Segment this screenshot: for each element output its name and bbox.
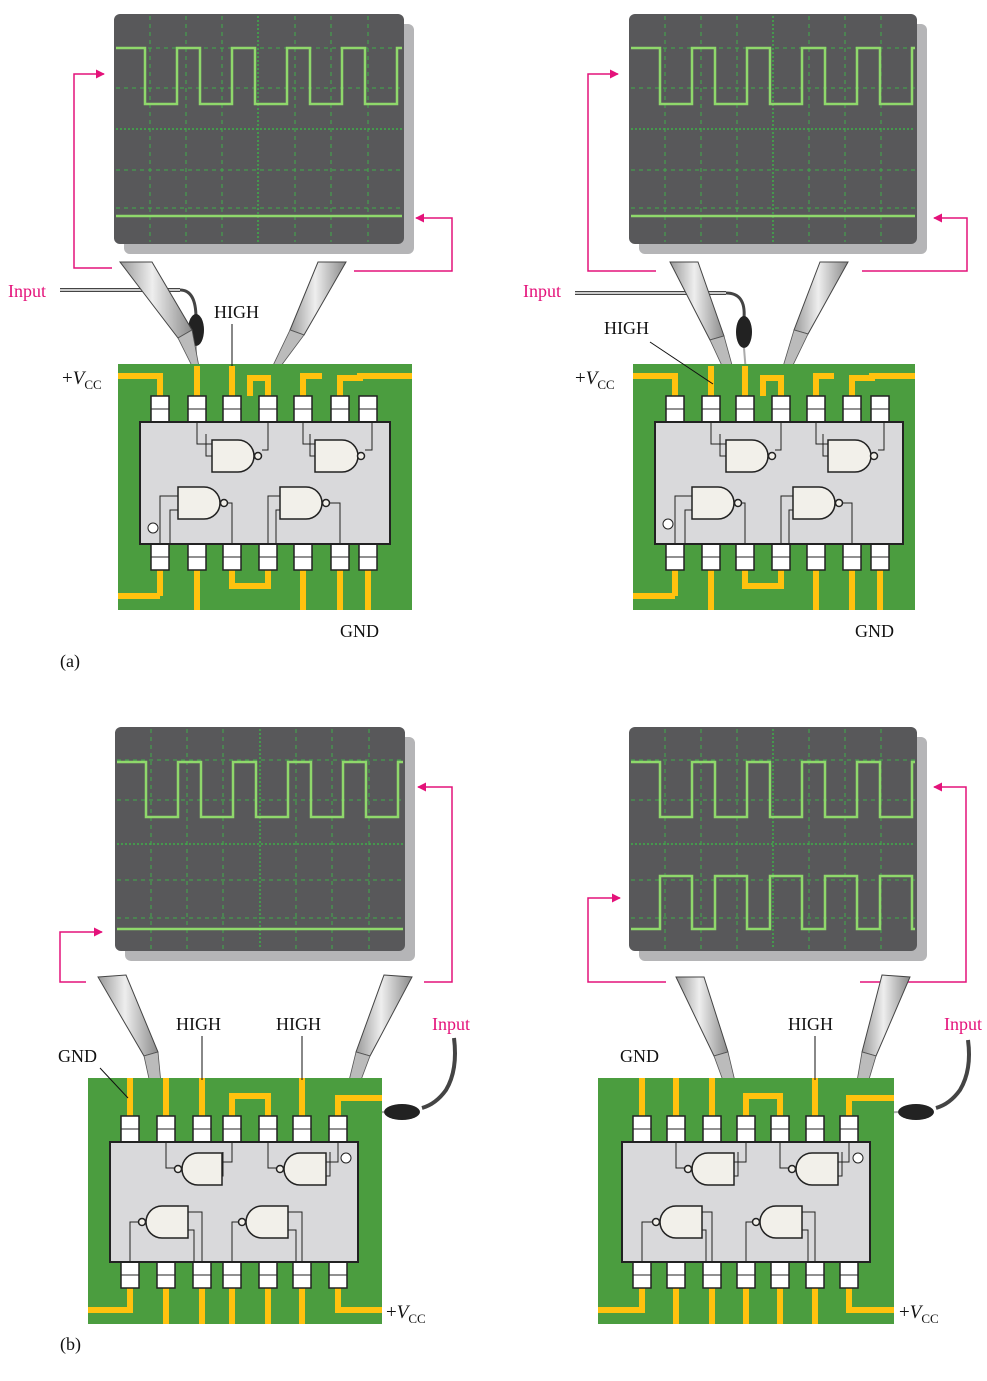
input-arrow <box>860 782 967 983</box>
high-label: HIGH <box>788 1014 833 1034</box>
vcc-label: +VCC <box>386 1302 426 1326</box>
high-label: HIGH <box>214 302 259 322</box>
vcc-label: +VCC <box>575 368 615 392</box>
input-arrow <box>587 69 656 272</box>
input-label: Input <box>8 281 46 301</box>
top-trace <box>631 46 915 106</box>
pin1-notch <box>662 518 674 530</box>
vcc-label: +VCC <box>899 1302 939 1326</box>
top-trace <box>116 46 402 106</box>
input-arrow <box>417 782 453 983</box>
ic-chip <box>109 1115 359 1289</box>
oscilloscope-screen <box>629 14 927 254</box>
pin1-notch <box>147 522 159 534</box>
figure-part-a-label: (a) <box>60 651 80 672</box>
oscilloscope-screen <box>115 727 415 961</box>
output-arrow <box>587 893 666 983</box>
output-arrow <box>862 213 968 272</box>
ground-clip <box>898 1104 934 1120</box>
panel-b-left: Input HIGH HIGH GND +VCC (b) <box>58 727 470 1355</box>
high-label: HIGH <box>276 1014 321 1034</box>
oscilloscope-screen <box>629 727 927 961</box>
gnd-label: GND <box>340 621 379 641</box>
top-trace <box>631 760 915 819</box>
ic-chip <box>139 395 391 571</box>
high-label: HIGH <box>176 1014 221 1034</box>
pin1-notch <box>340 1152 352 1164</box>
probe-right <box>267 261 347 379</box>
ground-clip <box>736 316 752 348</box>
input-label: Input <box>432 1014 470 1034</box>
panel-a-right: Input HIGH +VCC GND <box>523 14 968 641</box>
ic-chip <box>621 1115 871 1289</box>
figure-part-b-label: (b) <box>60 1334 81 1355</box>
high-label: HIGH <box>604 318 649 338</box>
ground-clip <box>384 1104 420 1120</box>
pin1-notch <box>852 1152 864 1164</box>
gnd-label: GND <box>620 1046 659 1066</box>
bottom-trace <box>631 874 915 931</box>
panel-b-right: Input HIGH GND +VCC <box>587 727 982 1326</box>
panel-a-left: Input HIGH +VCC GND (a) <box>8 14 453 672</box>
ic-chip <box>654 395 904 571</box>
input-label: Input <box>523 281 561 301</box>
vcc-label: +VCC <box>62 368 102 392</box>
probe-left <box>118 261 201 375</box>
top-trace <box>117 760 403 819</box>
gnd-label: GND <box>58 1046 97 1066</box>
output-arrow <box>354 213 453 272</box>
input-label: Input <box>944 1014 982 1034</box>
oscilloscope-screen <box>114 14 414 254</box>
output-arrow <box>59 927 103 983</box>
input-arrow <box>73 69 112 269</box>
gnd-label: GND <box>855 621 894 641</box>
